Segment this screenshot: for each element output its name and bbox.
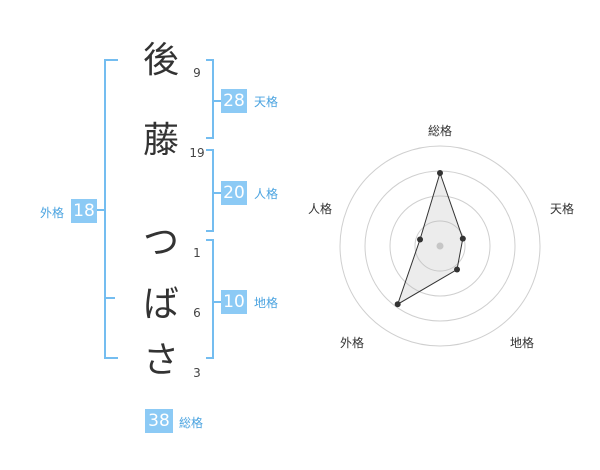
name-char-4: ば	[142, 284, 179, 325]
chikaku-value: 10	[221, 290, 247, 314]
gaikaku-label: 外格	[40, 206, 65, 220]
name-char-2: 藤	[142, 120, 179, 161]
tenkaku-value: 28	[221, 89, 247, 113]
radar-point	[459, 235, 466, 242]
radar-ring	[414, 220, 466, 272]
stroke-count-4: 6	[193, 306, 201, 320]
tenkaku-bracket	[206, 59, 214, 139]
chikaku-bracket	[206, 239, 214, 359]
radar-point	[394, 301, 401, 308]
radar-point	[454, 266, 461, 273]
jinkaku-label: 人格	[254, 187, 279, 201]
name-char-3: つ	[142, 222, 179, 263]
radar-label-jinkaku: 人格	[308, 202, 333, 216]
stroke-count-2: 19	[189, 146, 205, 160]
radar-polygon	[396, 171, 464, 306]
stroke-count-1: 9	[193, 66, 201, 80]
radar-label-gaikaku: 外格	[340, 336, 365, 350]
tenkaku-label: 天格	[254, 95, 279, 109]
radar-label-tenkaku: 天格	[550, 202, 575, 216]
jinkaku-bracket	[206, 149, 214, 232]
radar-point	[437, 170, 443, 176]
name-char-5: さ	[142, 340, 179, 381]
radar-ring	[389, 195, 491, 297]
gaikaku-value: 18	[71, 199, 97, 223]
radar-label-chikaku: 地格	[510, 336, 535, 350]
name-char-1: 後	[142, 40, 179, 81]
radar-label-soukaku: 総格	[428, 124, 453, 138]
radar-point	[417, 236, 424, 243]
soukaku-value: 38	[145, 409, 173, 433]
chikaku-label: 地格	[254, 296, 279, 310]
jinkaku-value: 20	[221, 181, 247, 205]
radar-center	[436, 242, 444, 250]
stroke-count-3: 1	[193, 246, 201, 260]
radar-ring	[339, 145, 541, 347]
stroke-count-5: 3	[193, 366, 201, 380]
soukaku-label: 総格	[179, 416, 204, 430]
